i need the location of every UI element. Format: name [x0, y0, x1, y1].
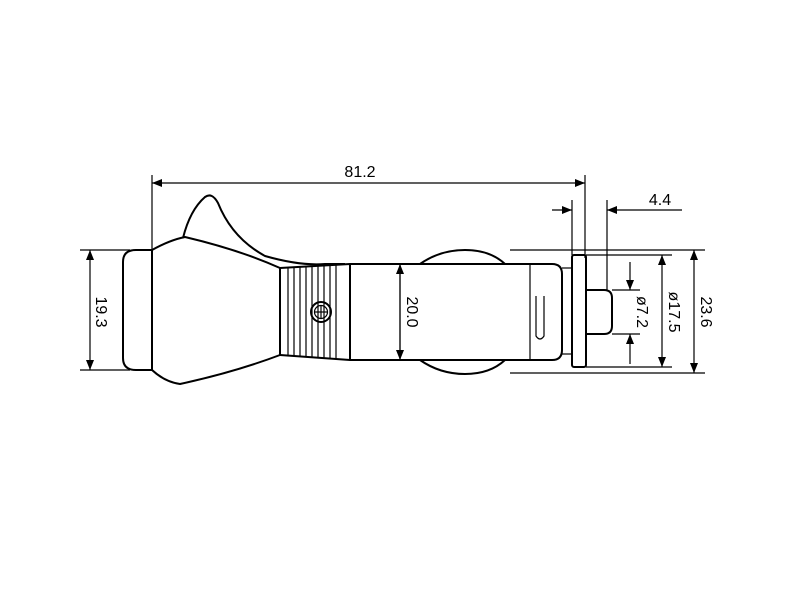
- head-height-label: 19.3: [92, 296, 109, 327]
- screw-icon: [310, 301, 332, 323]
- dimension-body-diameter: 20.0: [396, 264, 420, 360]
- flange-thickness-label: 4.4: [649, 192, 671, 209]
- body-diameter-label: 20.0: [403, 296, 420, 327]
- dimension-overall-length: 81.2: [151, 164, 586, 258]
- overall-height-label: 23.6: [697, 296, 714, 327]
- dimension-flange-thickness: 4.4: [552, 192, 682, 290]
- cylindrical-body: [350, 263, 530, 361]
- grip-section: [279, 263, 351, 361]
- tip-diameter-label: ø7.2: [633, 296, 650, 328]
- spring-clip-bottom: [419, 359, 506, 375]
- end-cap: [122, 249, 152, 371]
- plug-body-outline: [122, 194, 613, 385]
- flared-head: [151, 236, 281, 385]
- flange: [571, 254, 587, 368]
- top-fin: [182, 194, 345, 266]
- collar-slot: [535, 296, 545, 340]
- dimension-flange-diameter: ø17.5: [586, 254, 682, 368]
- overall-length-label: 81.2: [344, 164, 375, 181]
- dimension-tip-diameter: ø7.2: [612, 262, 650, 364]
- flange-diameter-label: ø17.5: [665, 292, 682, 333]
- dimension-overall-height: 23.6: [510, 249, 714, 374]
- spring-clip-top: [419, 249, 506, 265]
- tip-contact: [586, 289, 613, 335]
- dimension-head-height: 19.3: [80, 249, 130, 371]
- front-collar: [530, 263, 563, 361]
